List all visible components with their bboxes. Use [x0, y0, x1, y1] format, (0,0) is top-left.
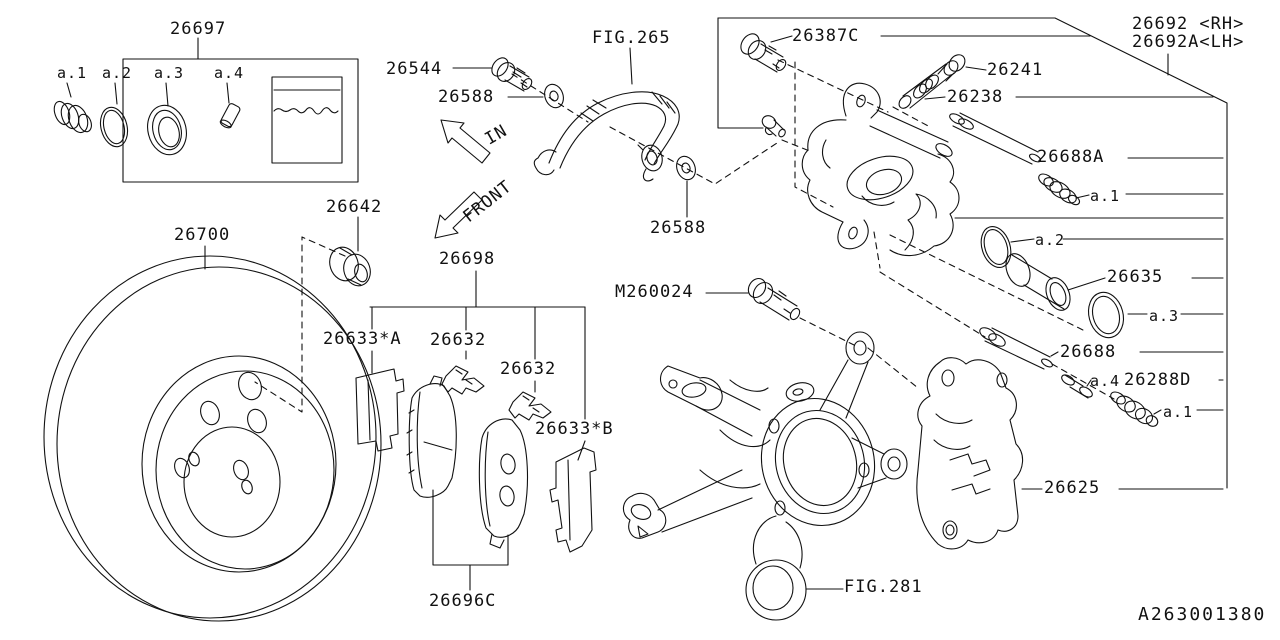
shim-26633B-drawing	[550, 448, 596, 552]
caliper-bracket-26625-drawing	[917, 358, 1223, 549]
washer-26588-mid-drawing	[673, 154, 698, 217]
kit-pin-a4-drawing	[219, 103, 241, 130]
part-label-26632-2[interactable]: 26632	[500, 359, 557, 379]
part-label-a1-lower[interactable]: a.1	[1163, 403, 1194, 421]
part-label-a2[interactable]: a.2	[1035, 231, 1066, 249]
pad-clip-26632-2-drawing	[509, 392, 551, 420]
kit-label-a2[interactable]: a.2	[102, 64, 133, 82]
part-label-26633A[interactable]: 26633*A	[323, 329, 402, 349]
part-label-26588-mid[interactable]: 26588	[650, 218, 707, 238]
kit-ring-a2-drawing	[97, 104, 132, 149]
rear-knuckle-drawing	[623, 332, 907, 620]
caliper-repair-kit-box	[67, 38, 358, 182]
figure-ref-281[interactable]: FIG.281	[844, 577, 923, 597]
part-label-a4[interactable]: a.4	[1090, 372, 1121, 390]
knuckle-bracket-dashed-guide	[868, 348, 918, 388]
part-label-26697[interactable]: 26697	[170, 19, 227, 39]
kit-label-a3[interactable]: a.3	[154, 64, 185, 82]
boot-a1-lower-drawing	[1109, 390, 1223, 429]
part-label-M260024[interactable]: M260024	[615, 282, 694, 302]
kit-label-a1[interactable]: a.1	[57, 64, 88, 82]
bolt-M260024-drawing	[706, 275, 802, 321]
washer-26588-top-drawing	[508, 82, 567, 111]
bolt-26241-drawing	[938, 52, 986, 81]
assembly-26692-bracket-lines	[718, 18, 1227, 488]
part-label-26696C[interactable]: 26696C	[429, 591, 497, 611]
part-label-26288D[interactable]: 26288D	[1124, 370, 1192, 390]
part-label-26692-rh[interactable]: 26692 <RH>	[1132, 14, 1245, 34]
boot-a1-upper-drawing	[1037, 172, 1223, 207]
bushing-a4-26288D-drawing	[1060, 373, 1223, 399]
bolt-26544-drawing	[453, 55, 534, 91]
pin-26238-drawing	[897, 64, 1213, 111]
kit-boot-a1-drawing	[51, 99, 93, 135]
part-label-26635[interactable]: 26635	[1107, 267, 1164, 287]
brake-hose-drawing	[534, 48, 679, 181]
part-label-26632-1[interactable]: 26632	[430, 330, 487, 350]
bolt-knuckle-dashed-guide	[800, 318, 858, 347]
part-label-26698[interactable]: 26698	[439, 249, 496, 269]
kit-grease-packet-drawing	[272, 77, 342, 163]
pads-26696C-bracket-lines	[433, 490, 508, 590]
pin-boot-dashed-guide	[1052, 364, 1114, 399]
piston-26635-drawing	[1001, 250, 1223, 314]
part-label-26642[interactable]: 26642	[326, 197, 383, 217]
figure-ref-265[interactable]: FIG.265	[592, 28, 671, 48]
hose-caliper-dashed-guide	[610, 127, 780, 184]
bolt-washer-dashed-guide	[512, 74, 588, 122]
in-arrow	[441, 120, 490, 163]
front-arrow	[435, 192, 482, 238]
pad-clip-26632-1-drawing	[442, 366, 484, 394]
bolt-26387C-drawing	[737, 30, 1090, 72]
part-label-26241[interactable]: 26241	[987, 60, 1044, 80]
shim-26633A-drawing	[356, 369, 404, 451]
pads-26698-bracket-lines	[370, 271, 585, 460]
plug-26642-drawing	[325, 217, 374, 289]
part-label-26588-top[interactable]: 26588	[438, 87, 495, 107]
caliper-body-26692-drawing	[802, 83, 959, 255]
pin-26688A-drawing	[948, 112, 1223, 164]
part-label-26544[interactable]: 26544	[386, 59, 443, 79]
part-label-26688[interactable]: 26688	[1060, 342, 1117, 362]
part-label-26633B[interactable]: 26633*B	[535, 419, 614, 439]
seal-a3-drawing	[1084, 288, 1223, 341]
bleeder-screw-drawing	[760, 113, 787, 138]
brake-pad-outer-drawing	[479, 419, 527, 548]
part-label-26238[interactable]: 26238	[947, 87, 1004, 107]
brake-rotor-drawing	[44, 246, 381, 621]
kit-label-a4[interactable]: a.4	[214, 64, 245, 82]
rotor-plug-dashed-guide	[255, 237, 345, 412]
brake-pad-inner-drawing	[407, 376, 456, 497]
part-label-a3[interactable]: a.3	[1149, 307, 1180, 325]
part-label-26625[interactable]: 26625	[1044, 478, 1101, 498]
diagram-code: A263001380	[1138, 604, 1267, 625]
ring-a2-drawing	[976, 223, 1223, 272]
part-label-a1-upper[interactable]: a.1	[1090, 187, 1121, 205]
kit-seal-a3-drawing	[143, 101, 192, 159]
pin-26688-drawing	[978, 325, 1223, 369]
caliper-dashed-guides	[778, 60, 1083, 337]
part-label-26692A-lh[interactable]: 26692A<LH>	[1132, 32, 1245, 52]
part-label-26688A[interactable]: 26688A	[1037, 147, 1105, 167]
part-label-26387C[interactable]: 26387C	[792, 26, 860, 46]
part-label-26700[interactable]: 26700	[174, 225, 231, 245]
